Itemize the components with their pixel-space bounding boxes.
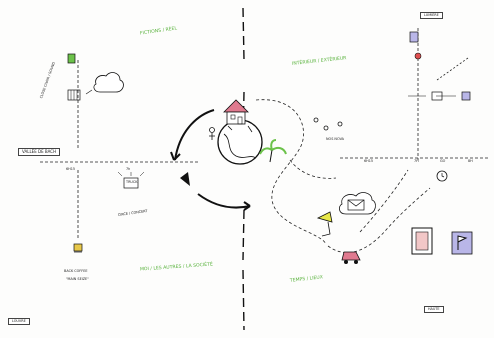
arc-arrow-bottom [197,193,251,209]
left-axis-label: VALLÉE DE BACH [18,148,61,156]
lamp-icon [316,211,333,237]
timeline-path-4 [289,159,337,179]
bottom-left-caption: BACK COFFEE [64,269,88,273]
document-icon [67,53,76,64]
right-axis-time-2: 7H [414,159,419,163]
left-axis-time-2: 7h [126,167,131,171]
clock-icon [436,170,448,182]
palm-tree-icon [259,139,287,163]
bottom-right-label: HAUTE [424,306,444,314]
dot-icon-3 [337,121,343,127]
left-axis-time-1: 6H15 [66,167,76,171]
right-axis-time-1: 6H15 [364,159,374,163]
dot-icon-2 [323,125,329,131]
flag-icon [451,231,473,255]
bottom-left-caption-2: "MAIN SEIZE" [66,277,89,281]
envelope-icon [338,192,376,215]
timeline-path-3 [359,169,409,233]
timeline-path-2 [327,187,431,253]
dot-icon-1 [313,117,319,123]
arrow-head-left [180,172,190,186]
coffee-icon [73,243,83,253]
person-icon [209,127,215,133]
thought-cloud-icon [93,72,124,93]
right-axis-time-3: GO [440,159,446,163]
right-sub-caption: NOS NOVA [326,137,345,141]
small-box-icon [461,91,471,101]
central-vertical-axis [242,7,245,331]
red-dot-icon [414,52,422,60]
sun-box-icon [123,177,139,189]
top-right-label: LUMIÈRE [420,12,443,20]
picture-frame-icon [411,227,433,255]
house-icon [223,99,249,125]
arc-arrow-top [174,109,215,161]
car-icon [341,251,361,264]
bottom-left-label: LOUVRE [8,318,30,326]
right-axis-time-4: 8H [468,159,473,163]
box-note: TRUCK [126,180,138,184]
right-diagonal-dots [436,57,469,81]
globe-icon [217,119,263,165]
timeline-path [255,99,327,245]
phone-icon [409,31,419,43]
